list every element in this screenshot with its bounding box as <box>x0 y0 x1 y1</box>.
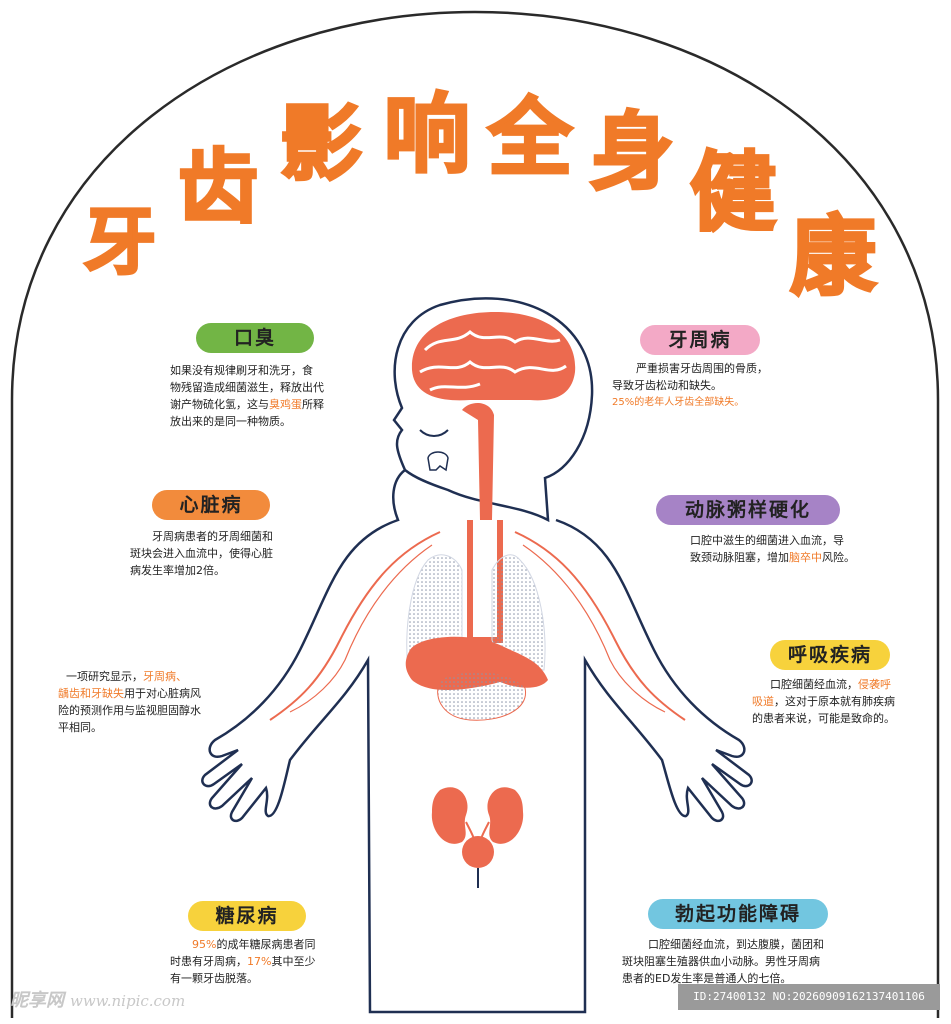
desc-periodontal: 严重损害牙齿周围的骨质， 导致牙齿松动和缺失。 25%的老年人牙齿全部缺失。 <box>612 362 768 408</box>
right-artery <box>514 531 686 721</box>
watermark-id: ID:27400132 NO:20260909162137401106 <box>678 984 940 1010</box>
label-arteriosclerosis: 动脉粥样硬化 <box>656 495 840 525</box>
title-char-3: 影 <box>278 97 363 192</box>
label-diabetes: 糖尿病 <box>188 901 306 931</box>
label-respiratory: 呼吸疾病 <box>770 640 890 670</box>
left-kidney <box>431 787 468 844</box>
desc-ed: 口腔细菌经血流，到达腹膜，菌团和 斑块阻塞生殖器供血小动脉。男性牙周病 患者的E… <box>622 938 824 985</box>
desc-diabetes: 95%的成年糖尿病患者同 时患有牙周病，17%其中至少 有一颗牙齿脱落。 <box>170 938 316 985</box>
tooth <box>427 451 449 472</box>
label-periodontal: 牙周病 <box>640 325 760 355</box>
eye <box>419 429 449 437</box>
bladder <box>462 836 494 868</box>
title-char-8: 康 <box>789 207 878 307</box>
liver <box>405 636 548 691</box>
title-char-6: 身 <box>588 103 675 201</box>
label-ed: 勃起功能障碍 <box>648 899 828 929</box>
title-char-2: 齿 <box>177 141 260 234</box>
throat <box>462 403 494 520</box>
body-outline <box>201 469 753 1014</box>
title-char-7: 健 <box>689 143 778 243</box>
arch-frame <box>10 10 940 1018</box>
desc-respiratory: 口腔细菌经血流，侵袭呼 吸道，这对于原本就有肺疾病 的患者来说，可能是致命的。 <box>752 678 895 725</box>
desc-study: 一项研究显示，牙周病、 龋齿和牙缺失用于对心脏病风 险的预测作用与监视胆固醇水 … <box>58 670 201 734</box>
title-char-4: 响 <box>383 85 472 185</box>
desc-arteriosclerosis: 口腔中滋生的细菌进入血流，导 致颈动脉阻塞，增加脑卒中风险。 <box>690 534 855 564</box>
desc-bad-breath: 如果没有规律刷牙和洗牙，食 物残留造成细菌滋生，释放出代 谢产物硫化氢，这与臭鸡… <box>170 364 324 428</box>
label-heart: 心脏病 <box>152 490 270 520</box>
label-bad-breath: 口臭 <box>196 323 314 353</box>
left-artery <box>269 531 441 721</box>
title-char-1: 牙 <box>82 200 157 284</box>
right-kidney <box>487 787 524 844</box>
desc-heart: 牙周病患者的牙周细菌和 斑块会进入血流中，使得心脏 病发生率增加2倍。 <box>130 530 273 577</box>
intestine <box>437 671 526 721</box>
brain <box>411 312 576 401</box>
title-char-5: 全 <box>486 89 573 187</box>
